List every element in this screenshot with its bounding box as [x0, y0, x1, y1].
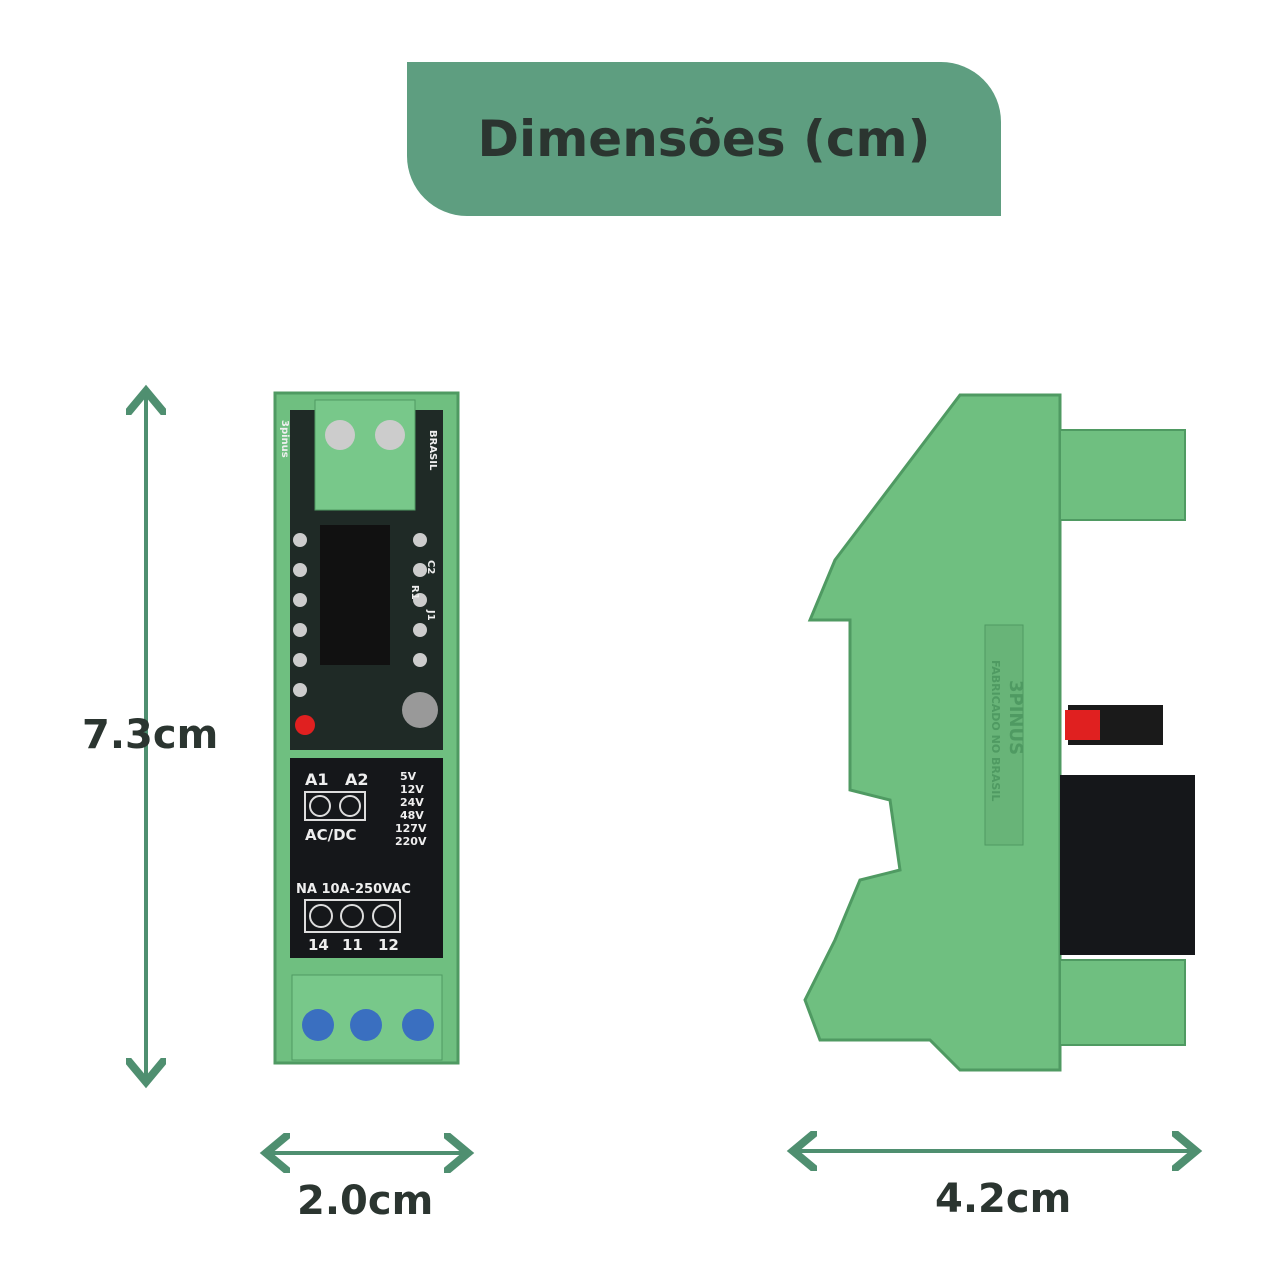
pcb-brasil: BRASIL	[427, 430, 438, 471]
terminal-12: 12	[378, 936, 399, 954]
pcb-brand: 3pinus	[279, 420, 290, 458]
voltage-5v: 5V	[400, 770, 417, 783]
label-acdc: AC/DC	[305, 826, 357, 844]
side-made-in: FABRICADO NO BRASIL	[989, 660, 1002, 801]
terminal-14: 14	[308, 936, 329, 954]
voltage-127v: 127V	[395, 822, 427, 835]
pcb-j1: J1	[425, 609, 436, 621]
voltage-48v: 48V	[400, 809, 424, 822]
side-depth-label: 4.2cm	[935, 1176, 1072, 1222]
relay-side-view: 3PINUS FABRICADO NO BRASIL	[803, 393, 1195, 1072]
terminal-11: 11	[342, 936, 363, 954]
relay-front-view: A1 A2 AC/DC 5V 12V 24V 48V 127V 220V NA …	[273, 391, 460, 1065]
voltage-220v: 220V	[395, 835, 427, 848]
label-a1: A1	[305, 770, 329, 789]
title-banner: Dimensões (cm)	[407, 62, 1001, 216]
front-width-label: 2.0cm	[297, 1178, 434, 1224]
height-label: 7.3cm	[82, 712, 219, 758]
pcb-r1: R1	[409, 585, 420, 600]
side-brand: 3PINUS	[1005, 680, 1026, 755]
label-a2: A2	[345, 770, 369, 789]
title: Dimensões (cm)	[477, 110, 931, 168]
pcb-c2: C2	[425, 560, 436, 574]
contact-rating: NA 10A-250VAC	[296, 882, 411, 897]
voltage-24v: 24V	[400, 796, 424, 809]
voltage-12v: 12V	[400, 783, 424, 796]
